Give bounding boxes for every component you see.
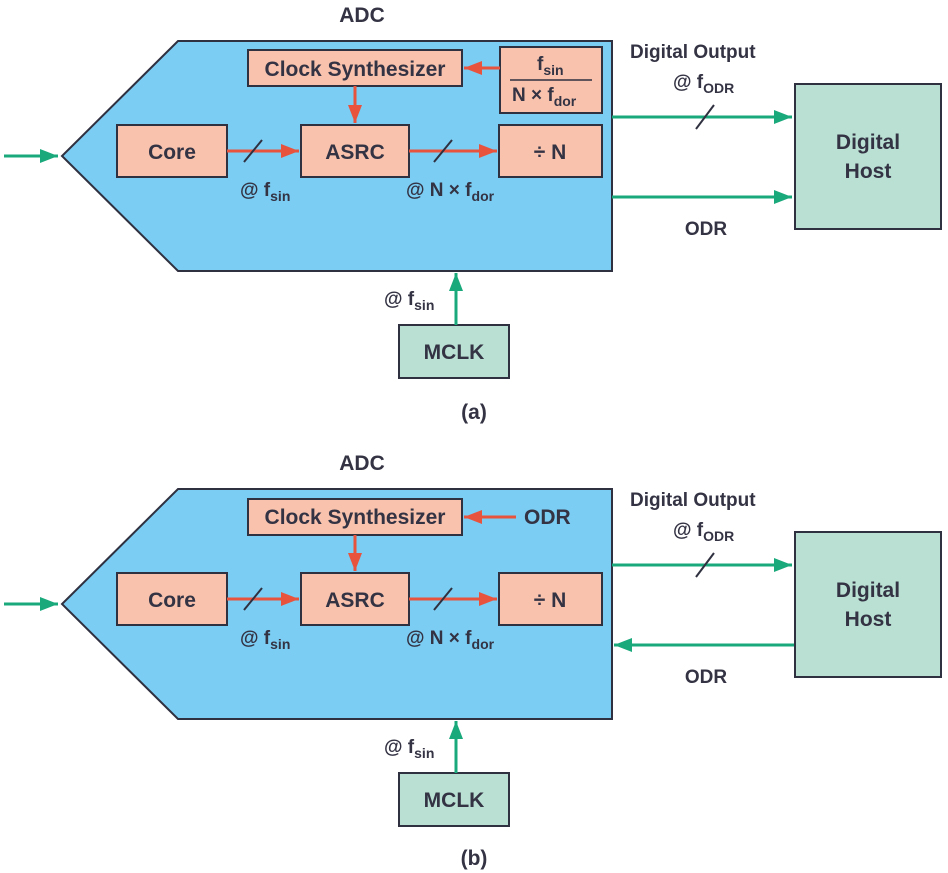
core-rate-label: @ fsin xyxy=(240,628,290,652)
odr-rate-label: @ fODR xyxy=(673,520,734,544)
core-block xyxy=(116,124,228,178)
mclk-rate-label: @ fsin xyxy=(384,289,434,313)
mclk-block xyxy=(398,324,510,379)
odr-rate-label: @ fODR xyxy=(673,72,734,96)
asrc-block xyxy=(300,572,410,626)
diagram-b: ADC Clock Synthesizer ODR Core ASRC ÷ N … xyxy=(4,452,942,870)
odr-label: ODR xyxy=(685,667,728,688)
clock-synthesizer-label: Clock Synthesizer xyxy=(265,58,446,81)
bus-slash xyxy=(695,552,715,578)
mclk-label: MCLK xyxy=(424,789,485,812)
bus-slash xyxy=(433,139,453,163)
bus-slash xyxy=(243,139,263,163)
host-label-line2: Host xyxy=(845,160,892,183)
bus-slash xyxy=(695,104,715,130)
core-block xyxy=(116,572,228,626)
divider-label: ÷ N xyxy=(534,141,567,164)
adc-title: ADC xyxy=(339,4,385,27)
host-label-line2: Host xyxy=(845,608,892,631)
core-rate-label: @ fsin xyxy=(240,180,290,204)
asrc-label: ASRC xyxy=(325,589,385,612)
synth-input-label: ODR xyxy=(524,506,571,529)
asrc-label: ASRC xyxy=(325,141,385,164)
asrc-rate-label: @ N × fdor xyxy=(406,180,495,204)
mclk-block xyxy=(398,772,510,827)
core-label: Core xyxy=(148,141,196,164)
adc-title: ADC xyxy=(339,452,385,475)
digital-output-label: Digital Output xyxy=(630,42,756,63)
divider-label: ÷ N xyxy=(534,589,567,612)
digital-host-block xyxy=(794,531,942,678)
bus-slash xyxy=(433,587,453,611)
caption-a: (a) xyxy=(461,401,487,424)
bus-slash xyxy=(243,587,263,611)
ratio-denominator: N × fdor xyxy=(512,85,577,109)
divider-block xyxy=(498,124,603,178)
diagram-a: ADC Clock Synthesizer fsin N × fdor Core… xyxy=(4,4,942,424)
mclk-label: MCLK xyxy=(424,341,485,364)
host-label-line1: Digital xyxy=(836,131,900,154)
clock-synthesizer-label: Clock Synthesizer xyxy=(265,506,446,529)
clock-synthesizer-block xyxy=(247,49,463,87)
ratio-numerator: fsin xyxy=(537,54,564,78)
divider-block xyxy=(498,572,603,626)
mclk-rate-label: @ fsin xyxy=(384,737,434,761)
asrc-rate-label: @ N × fdor xyxy=(406,628,495,652)
clock-synthesizer-block xyxy=(247,498,463,536)
host-label-line1: Digital xyxy=(836,579,900,602)
digital-host-block xyxy=(794,83,942,230)
core-label: Core xyxy=(148,589,196,612)
caption-b: (b) xyxy=(461,847,488,870)
odr-label: ODR xyxy=(685,219,728,240)
asrc-block xyxy=(300,124,410,178)
digital-output-label: Digital Output xyxy=(630,490,756,511)
